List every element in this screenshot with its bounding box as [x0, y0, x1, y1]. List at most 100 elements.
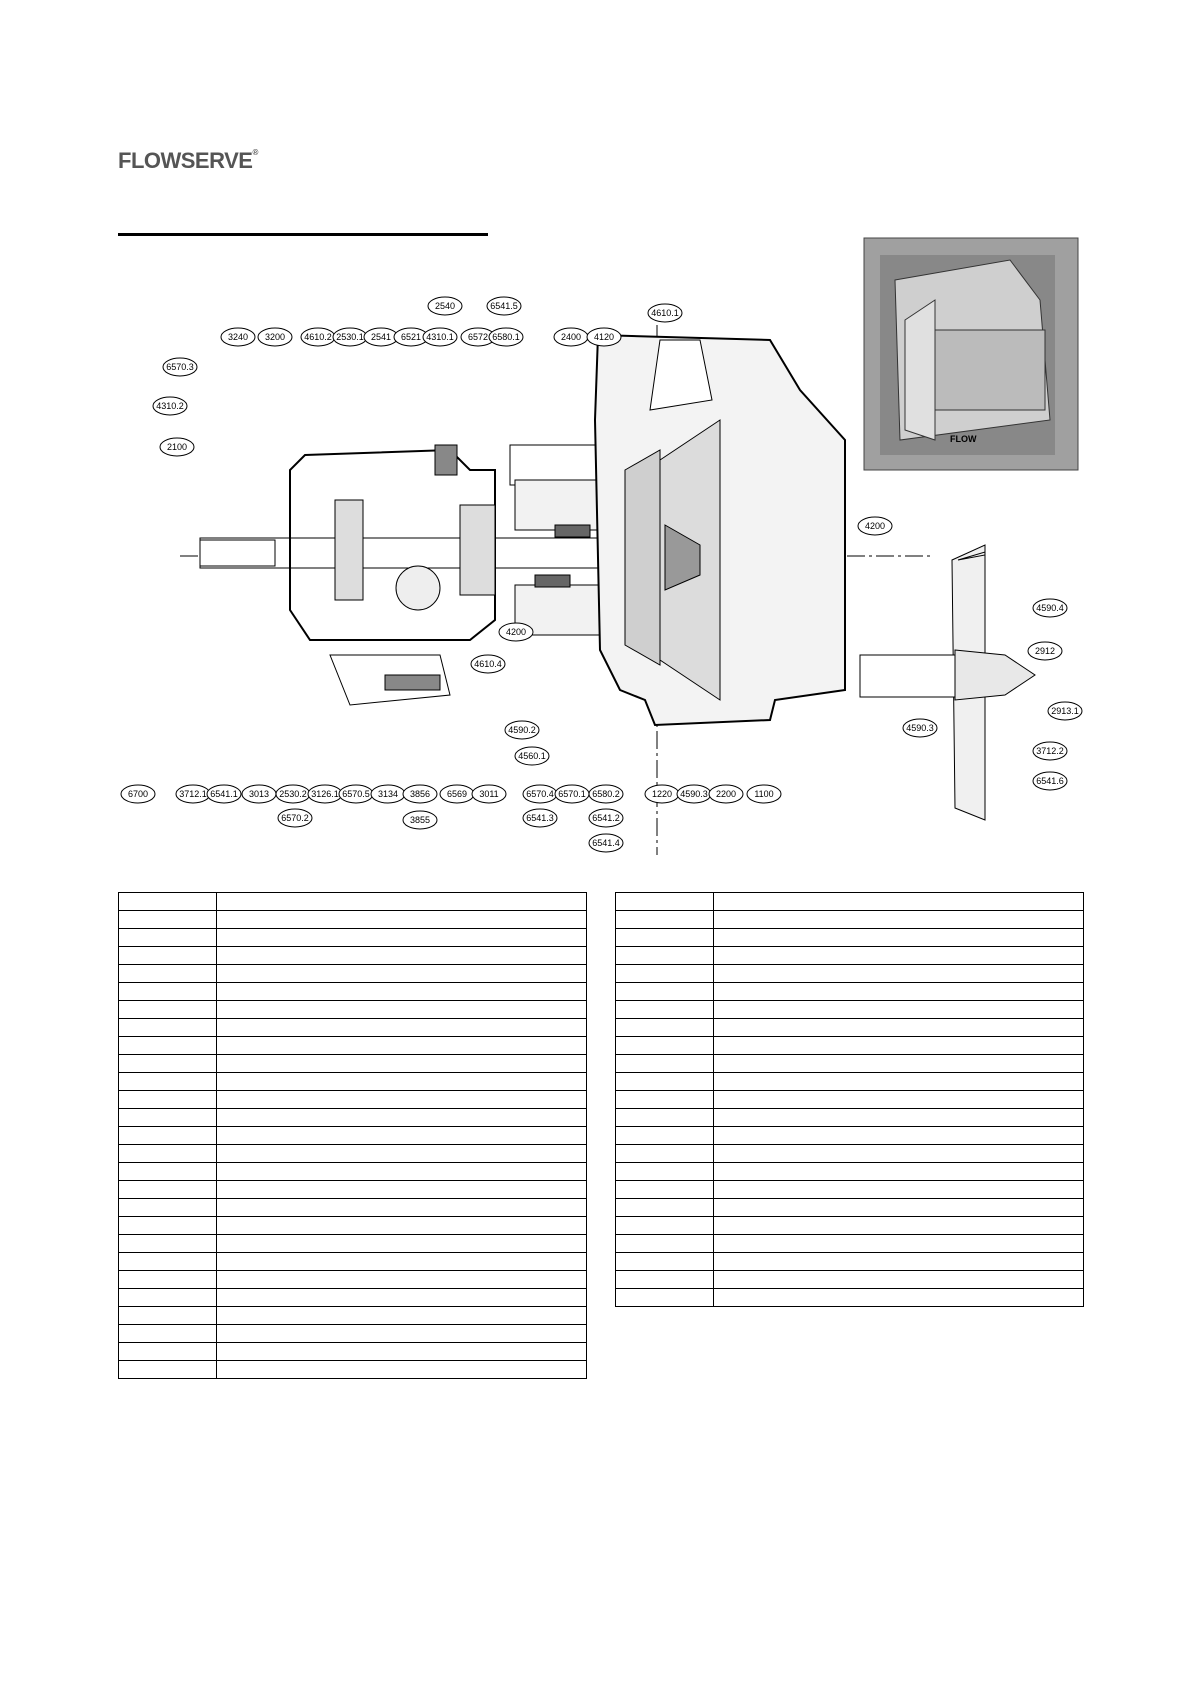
part-description-cell	[216, 1108, 587, 1127]
part-number-cell	[118, 1036, 217, 1055]
part-description-cell	[713, 1144, 1084, 1163]
part-description-cell	[713, 1162, 1084, 1181]
part-description-cell	[713, 1216, 1084, 1235]
part-description-cell	[216, 1360, 587, 1379]
table-row	[118, 1018, 587, 1037]
part-number-cell	[615, 910, 714, 929]
table-row	[118, 1090, 587, 1109]
part-description-cell	[216, 1162, 587, 1181]
table-row	[615, 1054, 1084, 1073]
callout-label: 6570.1	[558, 789, 586, 799]
callout-bubble	[588, 808, 624, 828]
part-description-cell	[216, 1018, 587, 1037]
table-row	[118, 1180, 587, 1199]
part-number-cell	[118, 1162, 217, 1181]
part-description-cell	[216, 1324, 587, 1343]
part-description-cell	[713, 1180, 1084, 1199]
callout-bubble	[422, 327, 458, 347]
part-number-cell	[615, 1252, 714, 1271]
part-number-cell	[118, 1216, 217, 1235]
callout-bubble	[1047, 701, 1083, 721]
part-number-cell	[118, 1324, 217, 1343]
table-row	[118, 1360, 587, 1379]
part-number-cell	[118, 1360, 217, 1379]
part-number-cell	[615, 1090, 714, 1109]
header-rule	[118, 233, 488, 236]
table-row	[615, 910, 1084, 929]
callout-bubble	[1027, 641, 1063, 661]
table-row	[118, 1306, 587, 1325]
part-number-cell	[118, 892, 217, 911]
part-number-cell	[615, 1108, 714, 1127]
callout-bubble	[120, 784, 156, 804]
part-number-cell	[118, 1342, 217, 1361]
callout-label: 4590.3	[906, 723, 934, 733]
callout-label: 6580.1	[492, 332, 520, 342]
part-number-cell	[615, 1288, 714, 1307]
callout-bubble	[902, 718, 938, 738]
callout-label: 6541.1	[210, 789, 238, 799]
callout-label: 3200	[265, 332, 285, 342]
callout-bubble	[162, 357, 198, 377]
table-row	[118, 910, 587, 929]
part-description-cell	[216, 1090, 587, 1109]
callout-bubble	[152, 396, 188, 416]
part-description-cell	[713, 910, 1084, 929]
table-row	[118, 1072, 587, 1091]
part-number-cell	[118, 1018, 217, 1037]
callout-label: 6541.3	[526, 813, 554, 823]
part-description-cell	[713, 1126, 1084, 1145]
part-number-cell	[118, 982, 217, 1001]
table-row	[615, 928, 1084, 947]
callout-label: 6521	[401, 332, 421, 342]
part-number-cell	[118, 1072, 217, 1091]
callout-label: 2540	[435, 301, 455, 311]
part-number-cell	[615, 1000, 714, 1019]
table-row	[118, 964, 587, 983]
callout-label: 4200	[506, 627, 526, 637]
callout-label: 6580.2	[592, 789, 620, 799]
callout-bubble	[257, 327, 293, 347]
part-description-cell	[216, 910, 587, 929]
callout-bubble	[220, 327, 256, 347]
callout-bubble	[522, 808, 558, 828]
table-row	[118, 1252, 587, 1271]
part-number-cell	[118, 946, 217, 965]
part-number-cell	[118, 1198, 217, 1217]
part-number-cell	[615, 1180, 714, 1199]
table-row	[615, 1036, 1084, 1055]
table-row	[615, 1180, 1084, 1199]
part-description-cell	[216, 928, 587, 947]
callout-label: 1100	[754, 789, 773, 799]
part-number-cell	[118, 1090, 217, 1109]
part-number-cell	[118, 910, 217, 929]
table-row	[118, 1270, 587, 1289]
table-row	[118, 1000, 587, 1019]
table-row	[118, 1036, 587, 1055]
table-row	[118, 1342, 587, 1361]
table-row	[615, 892, 1084, 911]
table-row	[615, 1126, 1084, 1145]
table-row	[118, 946, 587, 965]
part-description-cell	[216, 982, 587, 1001]
part-number-cell	[615, 1162, 714, 1181]
table-row	[615, 1108, 1084, 1127]
callout-bubble	[402, 784, 438, 804]
callout-label: 6541.5	[490, 301, 518, 311]
part-description-cell	[713, 1270, 1084, 1289]
callout-bubble	[514, 746, 550, 766]
part-number-cell	[615, 1072, 714, 1091]
part-number-cell	[615, 982, 714, 1001]
callout-bubble	[402, 810, 438, 830]
table-row	[118, 892, 587, 911]
part-number-cell	[118, 1054, 217, 1073]
callout-label: 6570.2	[281, 813, 309, 823]
callout-bubble	[159, 437, 195, 457]
callout-label: 6569	[447, 789, 467, 799]
part-description-cell	[216, 1216, 587, 1235]
callout-bubble	[427, 296, 463, 316]
callout-label: 2100	[167, 442, 187, 452]
part-description-cell	[216, 1036, 587, 1055]
callout-bubble	[488, 327, 524, 347]
